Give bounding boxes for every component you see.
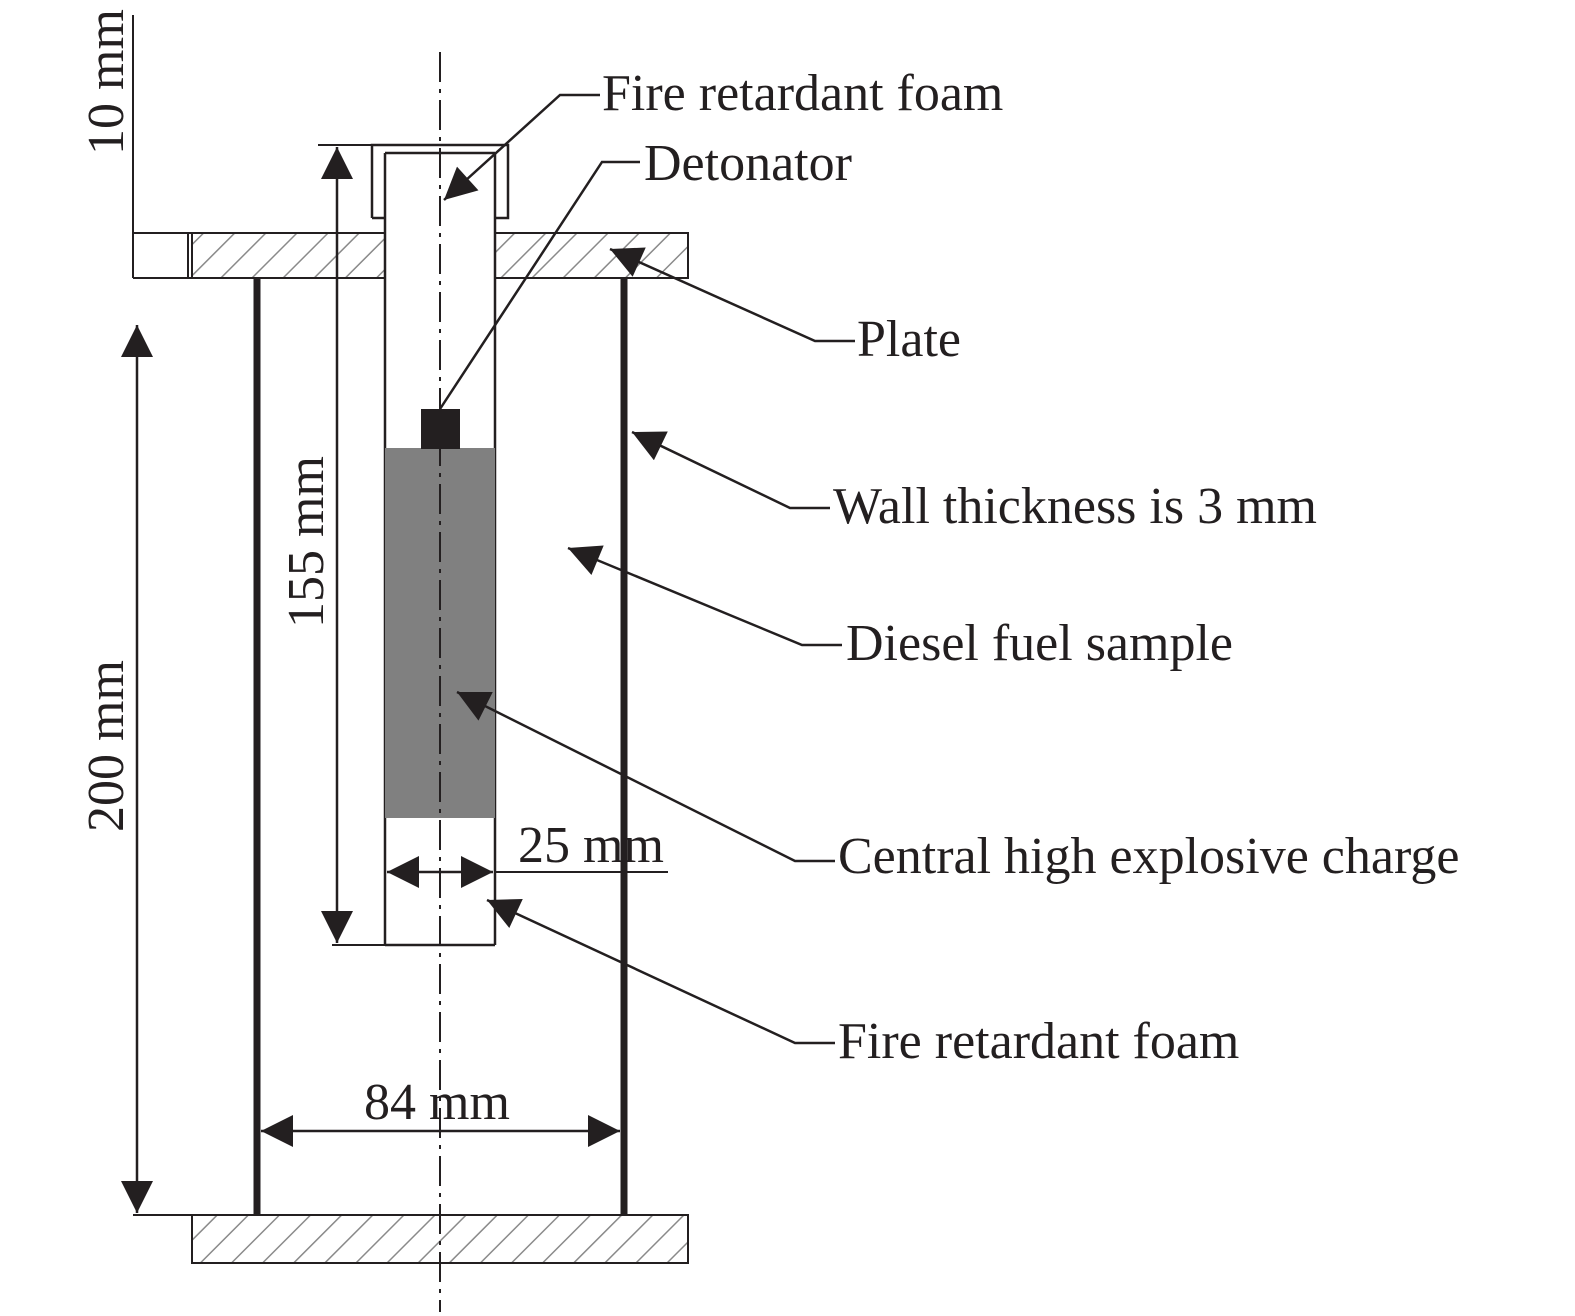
dim-25mm-label: 25 mm xyxy=(518,817,664,874)
label-foam-top: Fire retardant foam xyxy=(602,65,1003,122)
leader-foam-top xyxy=(443,93,600,201)
dimension-200mm xyxy=(121,325,192,1216)
dim-155mm-label: 155 mm xyxy=(278,456,335,628)
label-wall: Wall thickness is 3 mm xyxy=(833,478,1317,535)
label-foam-bottom: Fire retardant foam xyxy=(838,1013,1239,1070)
tube-cap xyxy=(370,143,510,220)
leader-plate xyxy=(609,247,855,343)
leader-detonator xyxy=(438,160,640,410)
dim-84mm-label: 84 mm xyxy=(364,1074,510,1131)
label-detonator: Detonator xyxy=(644,135,852,192)
leader-foam-bottom xyxy=(486,898,835,1045)
dimension-155mm xyxy=(318,144,385,946)
label-plate: Plate xyxy=(857,311,961,368)
leader-charge xyxy=(456,690,835,863)
dim-200mm-label: 200 mm xyxy=(78,660,135,832)
top-plate xyxy=(133,232,689,279)
leader-diesel xyxy=(567,545,842,647)
label-charge: Central high explosive charge xyxy=(838,828,1459,885)
leader-wall xyxy=(631,430,830,510)
label-diesel: Diesel fuel sample xyxy=(846,615,1233,672)
dim-10mm-label: 10 mm xyxy=(78,9,135,155)
